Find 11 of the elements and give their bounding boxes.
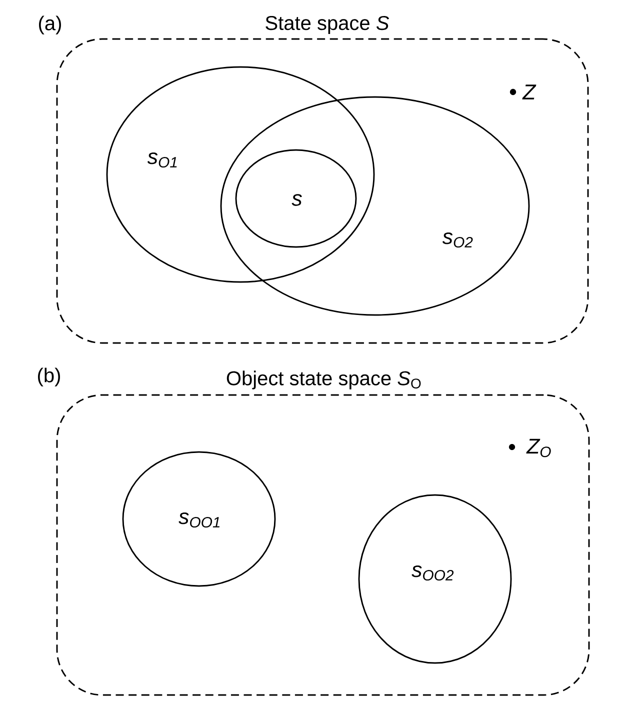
point-label: Z$_{O}$ [526, 438, 551, 458]
region-title: Object state space S$_{O}$ [226, 370, 421, 390]
panel-letter: (b) [38, 368, 60, 386]
set-label: s$_{O2}$ [442, 232, 473, 248]
set-label: s$_{OO1}$ [178, 512, 220, 528]
region-title: State space S [266, 16, 390, 34]
point-label: Z [522, 84, 536, 100]
panel-letter: (a) [39, 16, 61, 34]
set-label: s$_{O1}$ [147, 152, 177, 168]
set-label: s$_{OO2}$ [412, 566, 454, 581]
set-label: s [292, 194, 302, 206]
